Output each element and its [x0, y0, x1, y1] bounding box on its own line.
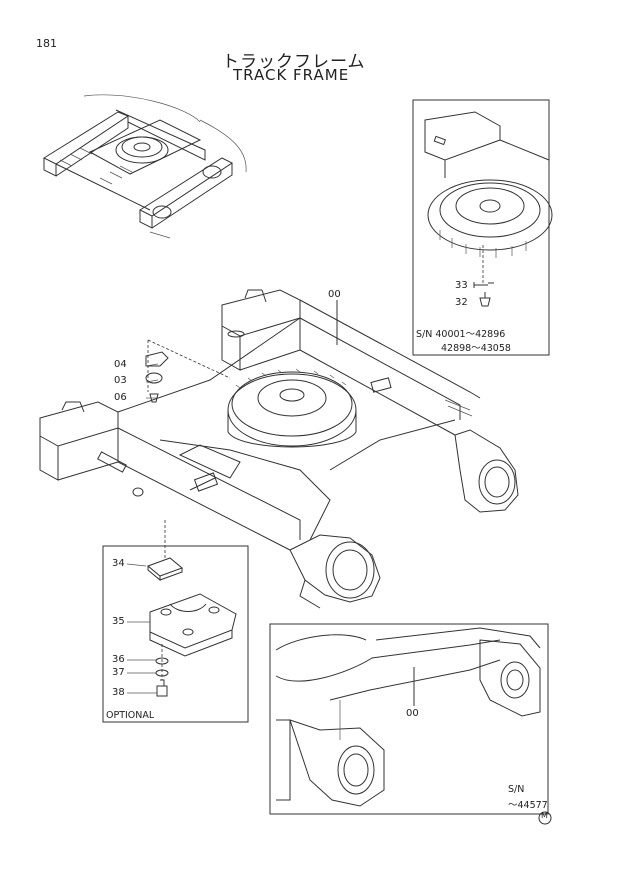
serial-range-line-2: 42898～43058	[441, 343, 511, 354]
title-english: TRACK FRAME	[233, 66, 350, 84]
part-label-34: 34	[112, 558, 125, 569]
serial-bottom-line-2: ～44577	[508, 800, 548, 811]
page-number: 181	[36, 37, 57, 50]
part-label-03: 03	[114, 375, 127, 386]
part-label-00: 00	[328, 289, 341, 300]
revision-mark: M	[541, 811, 548, 820]
title-japanese: トラックフレーム	[222, 52, 366, 72]
overview-frame-illustration	[42, 94, 247, 239]
part-label-38: 38	[112, 687, 125, 698]
leader-lines	[126, 363, 159, 694]
part-label-06: 06	[114, 392, 127, 403]
part-label-37: 37	[112, 667, 125, 678]
optional-caption: OPTIONAL	[106, 710, 155, 721]
part-label-36: 36	[112, 654, 125, 665]
revision-mark-circle	[538, 811, 552, 825]
part-label-04: 04	[114, 359, 127, 370]
part-label-32: 32	[455, 297, 468, 308]
part-label-35: 35	[112, 616, 125, 627]
part-label-33: 33	[455, 280, 468, 291]
part-label-00-detail: 00	[406, 708, 419, 719]
inset-bottom-right	[269, 623, 549, 815]
serial-bottom-line-1: S/N	[508, 784, 525, 795]
serial-range-line-1: S/N 40001～42896	[416, 329, 506, 340]
main-track-frame-illustration	[39, 289, 519, 609]
inset-top-right	[412, 99, 553, 356]
inset-optional	[102, 520, 249, 723]
